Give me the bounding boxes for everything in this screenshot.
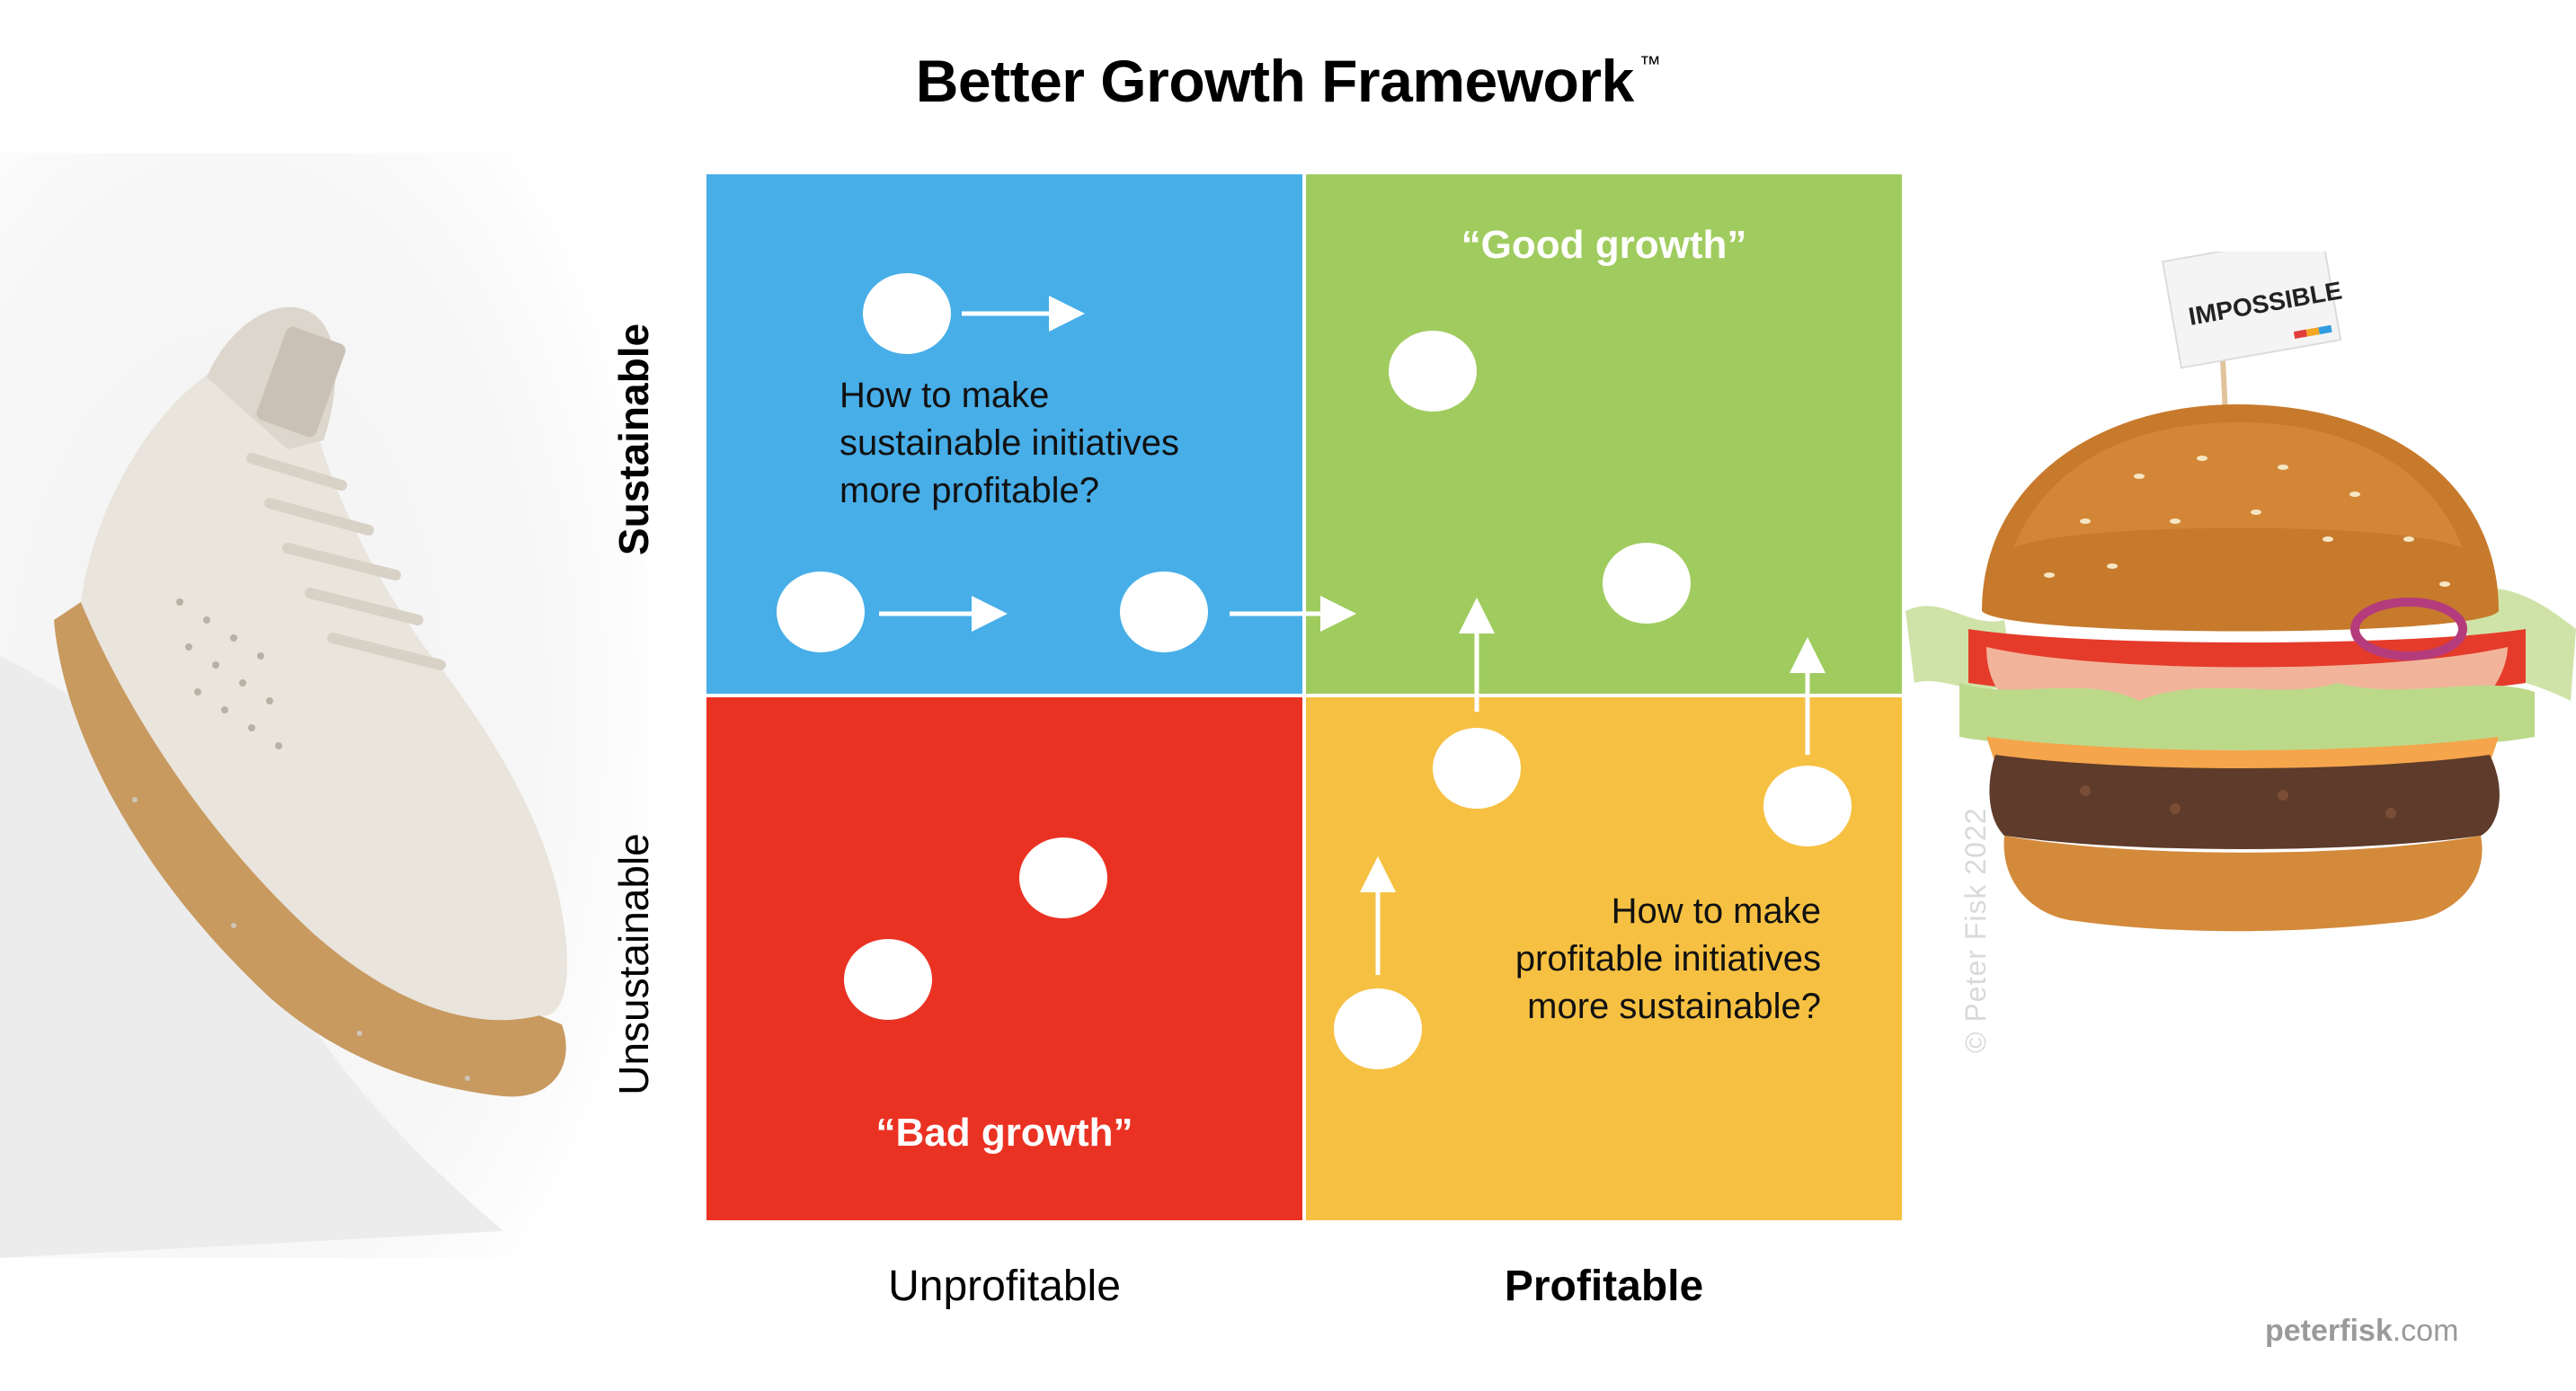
sneaker-image bbox=[0, 153, 647, 1258]
initiative-dot bbox=[1389, 331, 1477, 412]
initiative-dot bbox=[1603, 543, 1691, 624]
website-link[interactable]: peterfisk.com bbox=[2265, 1314, 2458, 1349]
website-domain: .com bbox=[2392, 1314, 2459, 1348]
question-line: more sustainable? bbox=[1527, 987, 1821, 1026]
question-line: How to make bbox=[1611, 891, 1821, 931]
quadrant-bad-growth bbox=[706, 697, 1302, 1220]
initiative-dot bbox=[1763, 766, 1852, 846]
x-axis-label-unprofitable: Unprofitable bbox=[888, 1263, 1121, 1310]
x-axis-label-profitable: Profitable bbox=[1504, 1263, 1704, 1310]
title-text: Better Growth Framework bbox=[915, 48, 1635, 114]
website-name: peterfisk bbox=[2265, 1314, 2393, 1348]
initiative-dot bbox=[1019, 837, 1107, 918]
initiative-dot bbox=[1334, 988, 1422, 1069]
initiative-dot bbox=[777, 571, 865, 652]
y-axis-label-sustainable: Sustainable bbox=[610, 323, 657, 556]
copyright-notice: © Peter Fisk 2022 bbox=[1959, 807, 1992, 1053]
bad-growth-label: “Bad growth” bbox=[875, 1111, 1133, 1155]
quadrant-good-growth bbox=[1306, 174, 1902, 694]
initiative-dot bbox=[844, 939, 932, 1020]
initiative-dot bbox=[1433, 728, 1521, 809]
question-line: more profitable? bbox=[839, 471, 1100, 510]
question-line: sustainable initiatives bbox=[839, 423, 1179, 463]
initiative-dot bbox=[1120, 571, 1208, 652]
question-sustainable-to-profitable: How to make sustainable initiatives more… bbox=[839, 372, 1179, 515]
initiative-dot bbox=[863, 273, 951, 354]
question-profitable-to-sustainable: How to make profitable initiatives more … bbox=[1438, 888, 1821, 1031]
question-line: How to make bbox=[839, 376, 1050, 415]
trademark-symbol: ™ bbox=[1639, 52, 1661, 76]
burger-image: IMPOSSIBLE bbox=[1905, 252, 2576, 932]
good-growth-label: “Good growth” bbox=[1461, 223, 1747, 267]
y-axis-label-unsustainable: Unsustainable bbox=[610, 833, 657, 1095]
question-line: profitable initiatives bbox=[1515, 939, 1821, 979]
